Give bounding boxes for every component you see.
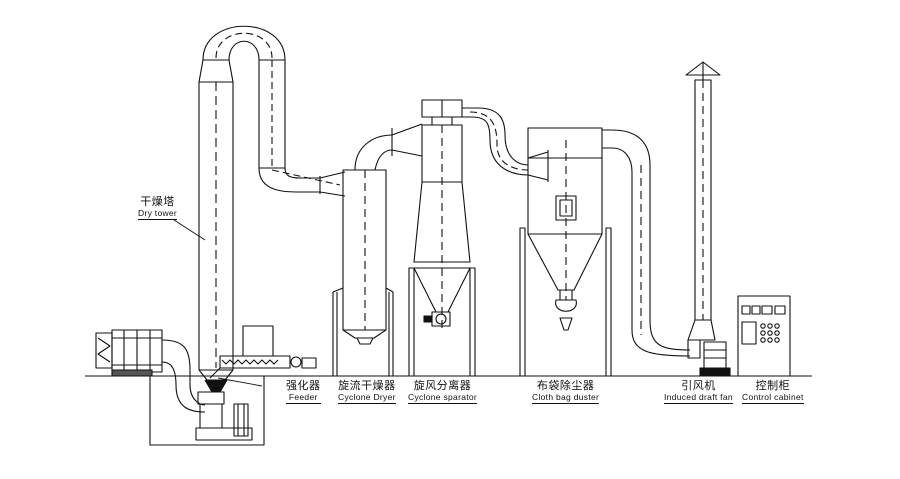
control-cabinet-en: Control cabinet <box>742 391 804 402</box>
bag-duster-en: Cloth bag duster <box>532 391 600 402</box>
dry-tower-drawing <box>198 25 286 393</box>
draft-fan-en: Induced draft fan <box>664 391 733 402</box>
label-dry-tower: 干燥塔 Dry tower <box>138 195 178 221</box>
control-cabinet-underline <box>742 403 804 405</box>
cyclone-separator-underline <box>408 403 478 405</box>
cyclone-dryer-drawing <box>332 123 423 376</box>
label-cyclone-dryer: 旋流干燥器 Cyclone Dryer <box>338 379 396 405</box>
label-control-cabinet: 控制柜 Control cabinet <box>742 379 804 405</box>
leader-lines <box>173 219 263 387</box>
label-bag-duster: 布袋除尘器 Cloth bag duster <box>532 379 600 405</box>
dry-tower-zh: 干燥塔 <box>140 195 175 208</box>
label-draft-fan: 引风机 Induced draft fan <box>664 379 733 405</box>
air-heater-drawing <box>95 329 206 413</box>
cyclone-separator-en: Cyclone sparator <box>408 391 478 402</box>
control-cabinet-drawing <box>737 295 791 377</box>
cyclone-separator-zh: 旋风分离器 <box>413 379 472 392</box>
cyclone-dryer-en: Cyclone Dryer <box>338 391 396 402</box>
bag-duster-zh: 布袋除尘器 <box>536 379 595 392</box>
draft-fan-underline <box>664 403 733 405</box>
feeder-drawing <box>195 325 317 441</box>
bag-duster-underline <box>532 403 600 405</box>
cyclone-dryer-underline <box>338 403 396 405</box>
feeder-en: Feeder <box>288 391 318 402</box>
draft-fan-zh: 引风机 <box>681 379 716 392</box>
bag-duster-drawing <box>519 127 691 377</box>
feeder-zh: 强化器 <box>286 379 321 392</box>
cyclone-dryer-zh: 旋流干燥器 <box>338 379 396 392</box>
dry-tower-en: Dry tower <box>138 207 178 218</box>
control-cabinet-zh: 控制柜 <box>755 379 791 392</box>
label-cyclone-separator: 旋风分离器 Cyclone sparator <box>408 379 478 405</box>
feeder-underline <box>286 403 321 405</box>
draft-fan-drawing <box>685 61 731 377</box>
dry-tower-underline <box>138 219 178 221</box>
label-feeder: 强化器 Feeder <box>286 379 321 405</box>
connecting-duct-1 <box>258 59 346 197</box>
cyclone-separator-drawing <box>408 99 529 377</box>
